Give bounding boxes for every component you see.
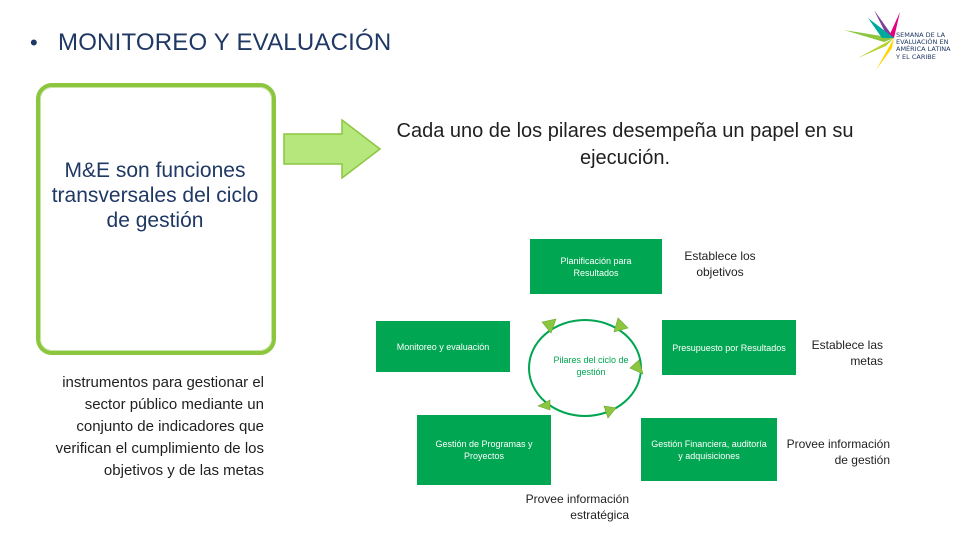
note-objetivos: Establece los objetivos — [684, 249, 756, 279]
cycle-arrow-icon — [541, 318, 557, 334]
cycle-arrow-icon — [613, 317, 629, 333]
pillar-presupuesto: Presupuesto por Resultados — [662, 320, 796, 375]
note-metas: Establece las metas — [811, 338, 883, 368]
note-info-estrategica: Provee información estratégica — [525, 492, 629, 522]
right-arrow-icon — [283, 118, 382, 180]
event-logo: SEMANA DE LA EVALUACIÓN EN AMÉRICA LATIN… — [838, 8, 956, 76]
highlight-frame — [36, 83, 276, 355]
headline: Cada uno de los pilares desempeña un pap… — [396, 120, 854, 169]
pillar-planificacion: Planificación para Resultados — [530, 239, 662, 294]
title-bullet: • — [30, 30, 38, 55]
cycle-ring — [528, 317, 644, 419]
slide-title: MONITOREO Y EVALUACIÓN — [58, 29, 392, 56]
cycle-arrow-icon — [629, 359, 644, 375]
note-info-gestion: Provee información de gestión — [786, 437, 890, 467]
pillar-monitoreo: Monitoreo y evaluación — [376, 321, 510, 372]
me-statement: M&E son funciones transversales del cicl… — [51, 159, 259, 232]
me-description: instrumentos para gestionar el sector pú… — [55, 374, 264, 479]
logo-star-icon — [844, 10, 900, 70]
logo-text: SEMANA DE LA EVALUACIÓN EN AMÉRICA LATIN… — [896, 31, 951, 61]
cycle-center-label: Pilares del ciclo de gestión — [553, 355, 629, 377]
pillar-gestion-financiera: Gestión Financiera, auditoría y adquisic… — [641, 418, 777, 481]
cycle-arrow-icon — [537, 399, 551, 411]
cycle-arrow-icon — [603, 405, 617, 419]
pillar-gestion-programas: Gestión de Programas y Proyectos — [417, 415, 551, 485]
